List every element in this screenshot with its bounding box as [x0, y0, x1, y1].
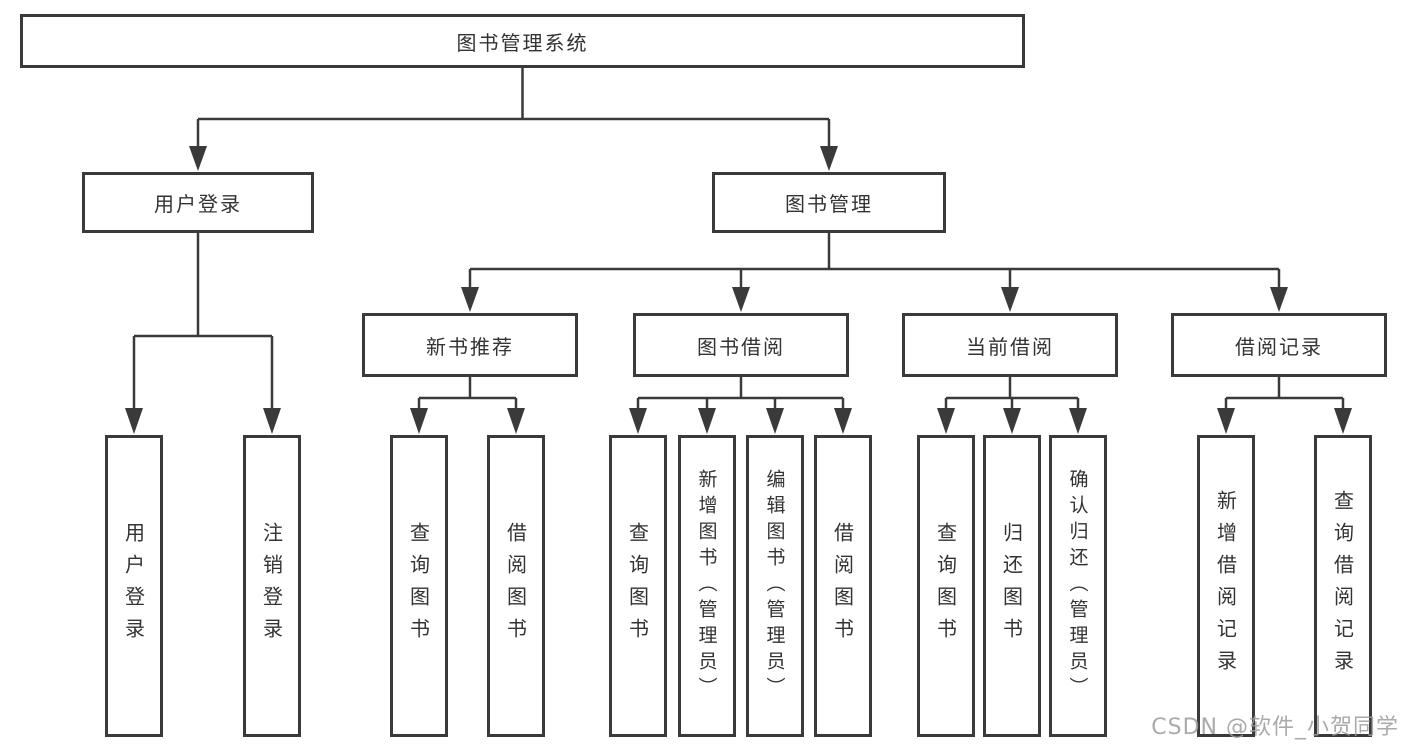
node-user-login: 用户登录	[82, 172, 314, 233]
node-new-book-recommend: 新书推荐	[362, 313, 578, 377]
node-query-books-current: 查询图书	[917, 435, 975, 737]
node-add-books-admin: 新增图书（管理员）	[678, 435, 736, 737]
connector-borrowing-records-children	[1217, 377, 1352, 434]
node-user-login-action: 用户登录	[105, 435, 163, 737]
node-return-books: 归还图书	[983, 435, 1041, 737]
connector-new-book-recommend-children	[410, 377, 525, 434]
connector-book-borrowing-children	[629, 377, 852, 434]
connector-current-borrowing-children	[937, 377, 1087, 434]
node-current-borrowing: 当前借阅	[902, 313, 1118, 377]
node-edit-books-admin: 编辑图书（管理员）	[746, 435, 804, 737]
node-book-borrowing: 图书借阅	[633, 313, 849, 377]
node-borrow-books-borrowing: 借阅图书	[814, 435, 872, 737]
connector-root-to-level2	[189, 68, 838, 171]
connector-book-management-children	[461, 233, 1288, 312]
node-logout-action: 注销登录	[243, 435, 301, 737]
node-confirm-return-admin: 确认归还（管理员）	[1049, 435, 1107, 737]
node-borrow-books-recommend: 借阅图书	[487, 435, 545, 737]
node-query-books-recommend: 查询图书	[390, 435, 448, 737]
node-query-books-borrowing: 查询图书	[609, 435, 667, 737]
node-book-management: 图书管理	[712, 172, 946, 233]
node-library-management-system: 图书管理系统	[20, 14, 1025, 68]
node-query-borrow-record: 查询借阅记录	[1314, 435, 1372, 737]
connector-user-login-children	[125, 233, 281, 434]
node-add-borrow-record: 新增借阅记录	[1197, 435, 1255, 737]
node-borrowing-records: 借阅记录	[1171, 313, 1387, 377]
csdn-watermark: CSDN @软件_小贺同学	[1151, 715, 1399, 740]
